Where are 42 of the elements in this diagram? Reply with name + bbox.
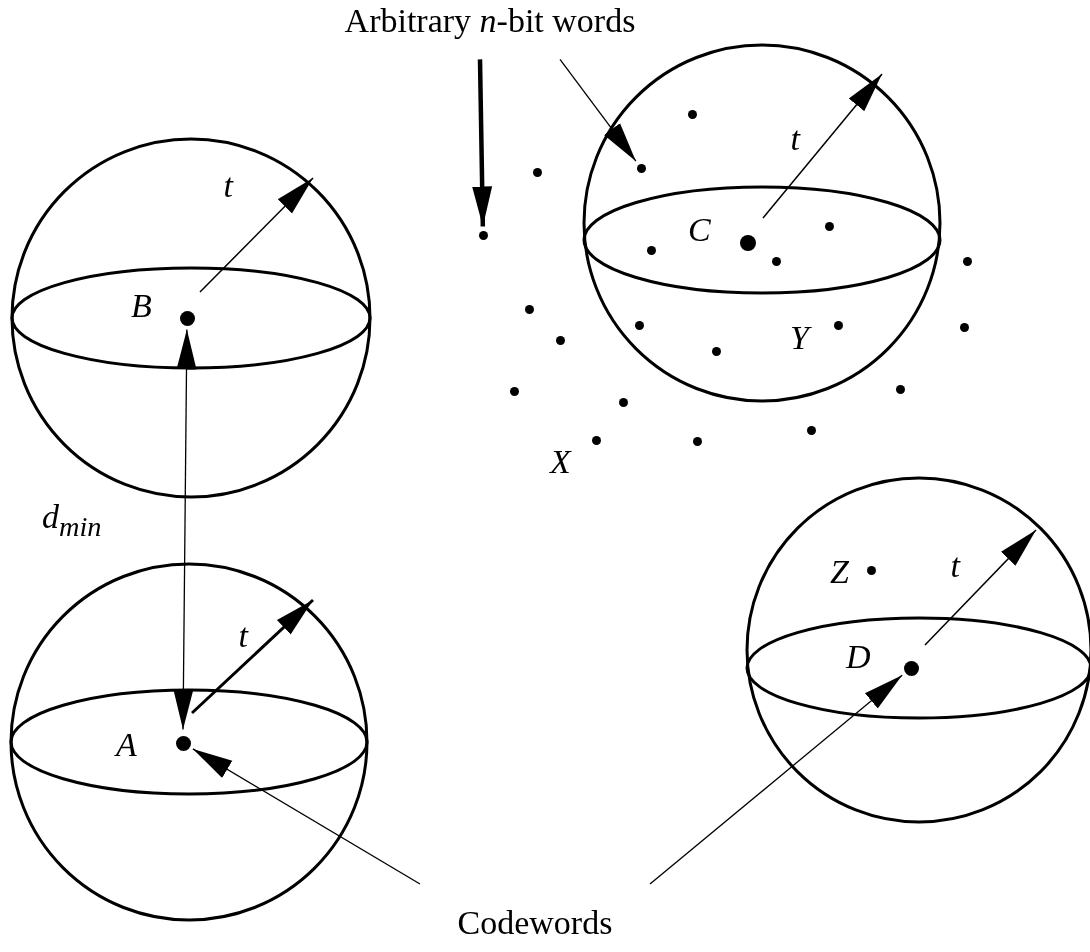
point [903, 660, 919, 676]
point [740, 235, 756, 251]
point [711, 346, 721, 356]
point [833, 320, 843, 330]
point [687, 109, 697, 119]
point [591, 435, 601, 445]
point [634, 320, 644, 330]
point [806, 425, 816, 435]
arrow [192, 748, 421, 885]
point-label: X [550, 443, 571, 481]
measure-label: t [238, 616, 248, 654]
arrow [559, 58, 637, 162]
point [555, 335, 565, 345]
point [824, 221, 834, 231]
point [646, 245, 656, 255]
point [524, 304, 534, 314]
point [959, 322, 969, 332]
measure-label: t [223, 166, 233, 204]
point [692, 436, 702, 446]
point-label: B [131, 287, 152, 325]
arrow [472, 59, 493, 227]
point-label: Z [830, 553, 849, 591]
arrow [173, 328, 197, 731]
point-label: D [846, 638, 871, 676]
point [771, 256, 781, 266]
measure-label: t [950, 546, 960, 584]
point [509, 386, 519, 396]
measure-label: t [790, 119, 800, 157]
point [962, 256, 972, 266]
point [532, 167, 542, 177]
point [175, 735, 191, 751]
arrow [649, 674, 903, 885]
point [618, 397, 628, 407]
point [866, 565, 876, 575]
point [478, 230, 488, 240]
callout-text: Arbitrary n-bit words [290, 2, 690, 40]
callout-text: Codewords [420, 904, 650, 942]
point [636, 163, 646, 173]
point [179, 310, 195, 326]
point-label: C [688, 211, 711, 249]
point [895, 384, 905, 394]
point-label: A [116, 726, 137, 764]
